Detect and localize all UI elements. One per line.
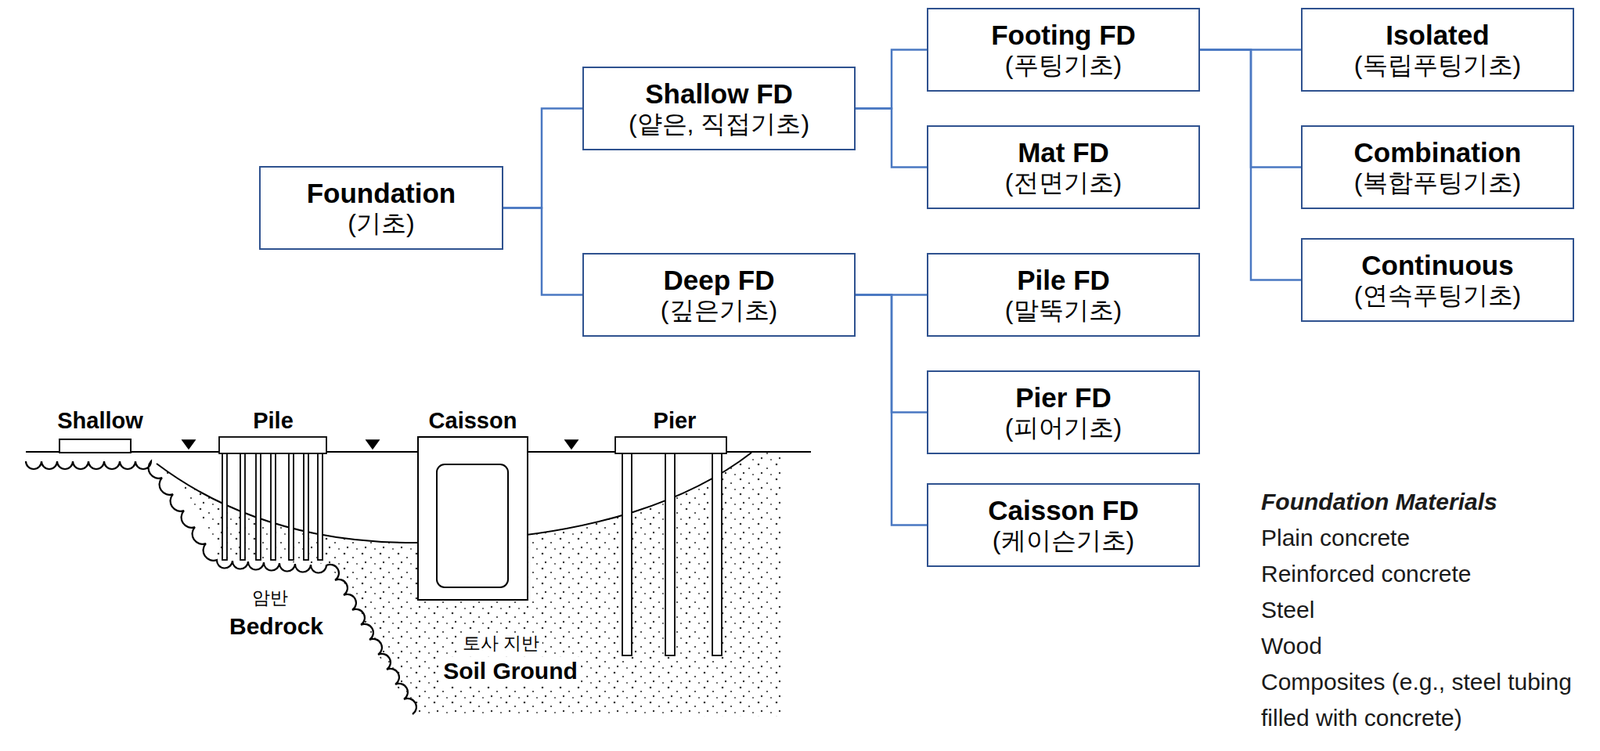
water-table-symbol	[182, 439, 578, 449]
box-title: Footing FD	[990, 18, 1136, 51]
figure-label: Bedrock	[226, 612, 327, 641]
box-subtitle: (푸팅기초)	[1005, 50, 1122, 81]
figure-label: 토사 지반	[459, 632, 543, 655]
box-title: Combination	[1354, 136, 1522, 169]
figure-label: Soil Ground	[439, 656, 581, 685]
box-title: Mat FD	[1017, 136, 1110, 169]
tree-box: Pier FD(피어기초)	[926, 370, 1200, 455]
box-title: Pier FD	[1015, 381, 1112, 414]
tree-box: Foundation(기초)	[259, 165, 504, 250]
tree-box: Combination(복합푸팅기초)	[1300, 125, 1575, 210]
box-title: Shallow FD	[645, 77, 793, 110]
box-subtitle: (복합푸팅기초)	[1354, 168, 1521, 199]
box-title: Isolated	[1385, 18, 1489, 51]
tree-box: Shallow FD(얕은, 직접기초)	[582, 66, 856, 151]
pile-foundation	[219, 436, 327, 560]
box-subtitle: (전면기초)	[1005, 168, 1122, 199]
box-subtitle: (피어기초)	[1005, 413, 1122, 444]
figure-label: Caisson	[428, 407, 518, 435]
materials-text: Foundation Materials	[1261, 483, 1498, 520]
box-subtitle: (케이슨기초)	[992, 526, 1135, 556]
tree-box: Continuous(연속푸팅기초)	[1300, 237, 1575, 322]
box-subtitle: (얕은, 직접기초)	[628, 109, 810, 140]
box-title: Continuous	[1361, 248, 1514, 282]
tree-box: Footing FD(푸팅기초)	[926, 7, 1200, 92]
box-title: Caisson FD	[987, 493, 1139, 527]
figure-label: 암반	[248, 587, 292, 610]
box-title: Foundation	[306, 176, 457, 210]
materials-text: Reinforced concrete	[1261, 555, 1471, 592]
tree-box: Isolated(독립푸팅기초)	[1300, 7, 1575, 92]
box-title: Pile FD	[1016, 263, 1110, 296]
tree-connector	[855, 50, 927, 109]
figure-label: Shallow	[57, 407, 144, 435]
box-title: Deep FD	[663, 263, 775, 296]
box-subtitle: (독립푸팅기초)	[1354, 50, 1521, 81]
tree-box: Pile FD(말뚝기초)	[926, 252, 1200, 337]
box-subtitle: (연속푸팅기초)	[1354, 281, 1521, 311]
figure-label: Pile	[252, 407, 294, 435]
materials-text: Wood	[1261, 627, 1323, 664]
shallow-footing	[59, 439, 131, 453]
figure-label: Pier	[653, 407, 697, 435]
materials-text: Plain concrete	[1261, 519, 1410, 556]
pier-foundation	[615, 436, 727, 656]
box-subtitle: (깊은기초)	[660, 295, 778, 326]
bedrock-line	[25, 461, 417, 714]
tree-box: Mat FD(전면기초)	[926, 125, 1200, 210]
tree-connector	[503, 108, 583, 209]
tree-connector	[855, 108, 927, 168]
caisson-foundation	[418, 436, 528, 600]
soil-region	[156, 452, 783, 717]
box-subtitle: (기초)	[347, 209, 415, 239]
tree-connector	[503, 208, 583, 296]
tree-box: Deep FD(깊은기초)	[582, 252, 856, 337]
box-subtitle: (말뚝기초)	[1005, 295, 1122, 326]
materials-text: Composites (e.g., steel tubing filled wi…	[1261, 663, 1597, 736]
tree-box: Caisson FD(케이슨기초)	[926, 482, 1200, 567]
materials-text: Steel	[1261, 591, 1315, 628]
tree-connector	[1200, 50, 1301, 281]
tree-connector	[855, 295, 927, 526]
